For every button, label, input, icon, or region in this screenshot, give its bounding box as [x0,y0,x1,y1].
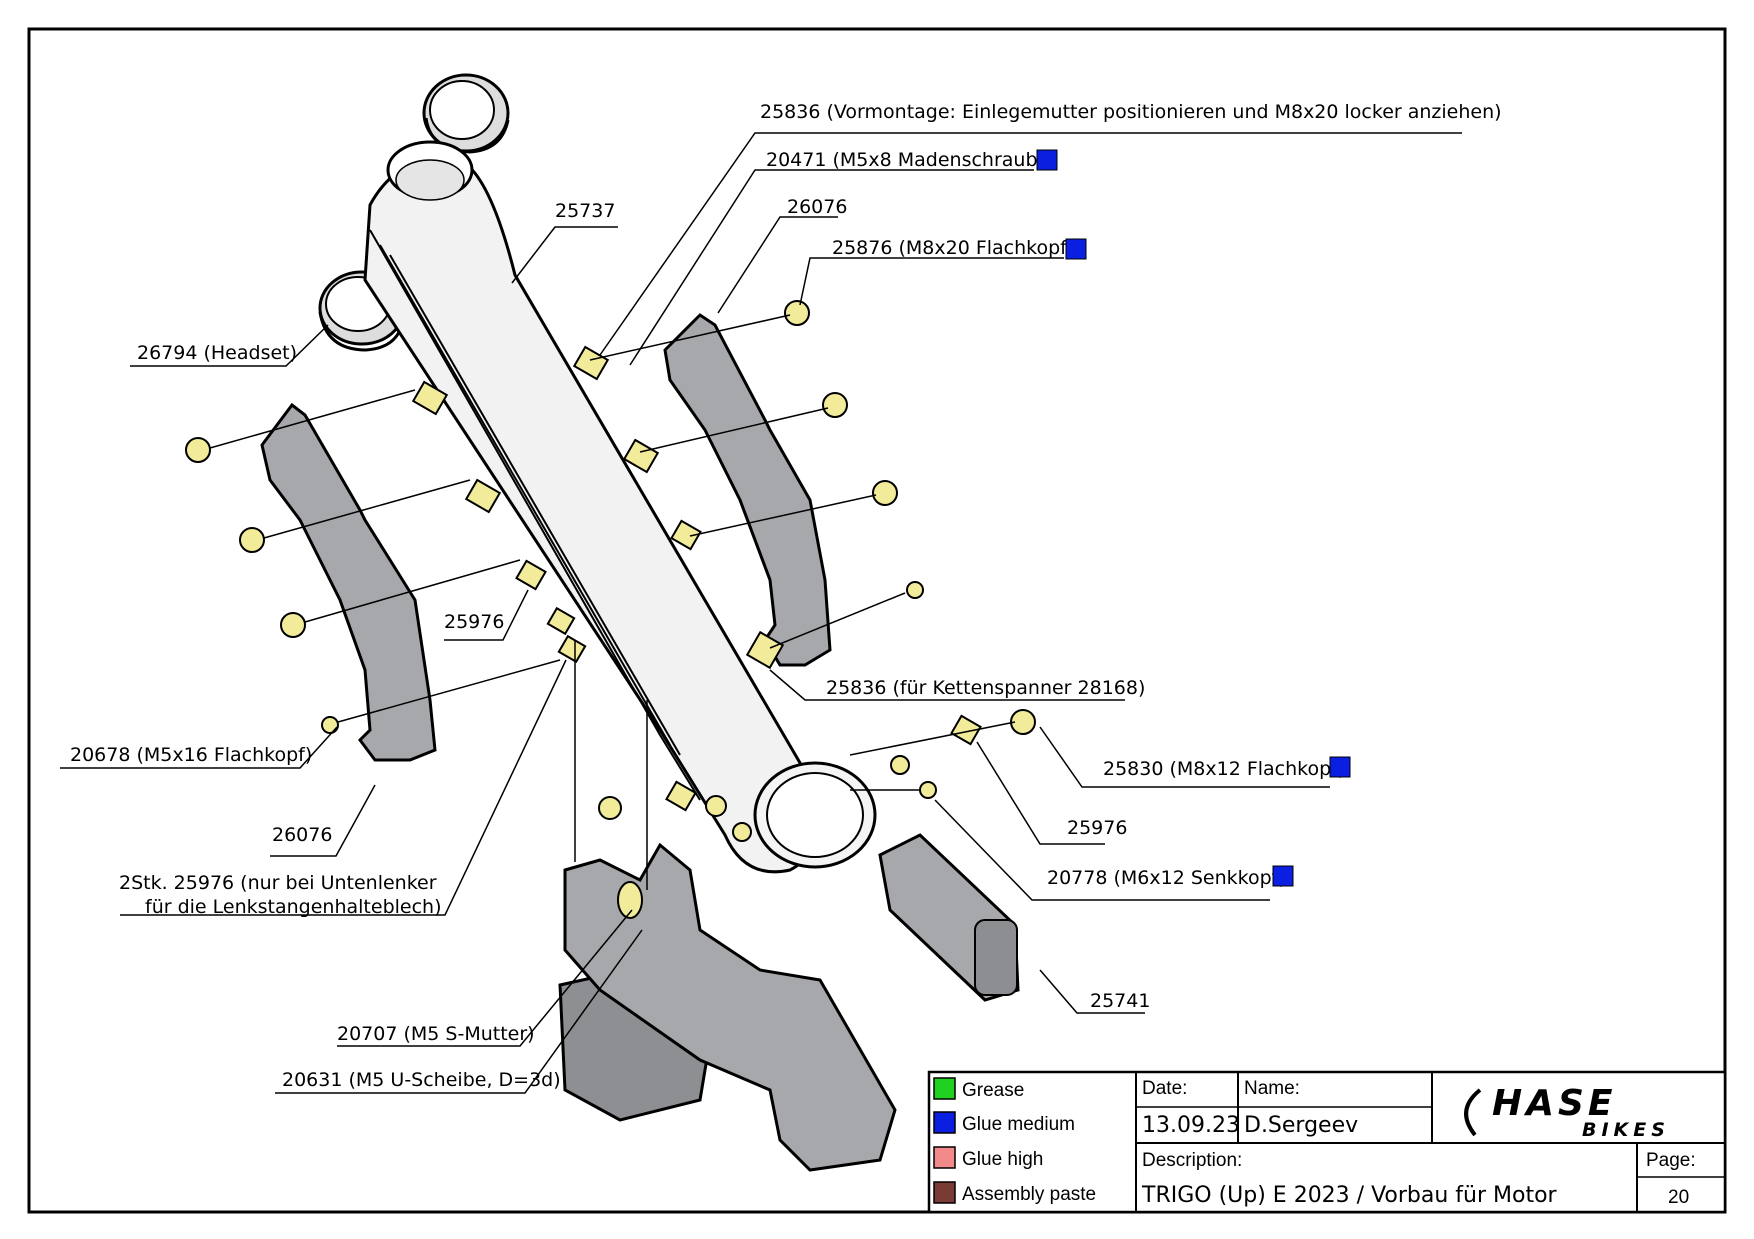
assembly-axis-lines [209,314,1016,890]
legend-label-glue-medium: Glue medium [962,1114,1075,1135]
name-label: Name: [1244,1078,1300,1099]
callout-26076-top: 26076 [787,196,847,218]
hase-bikes-logo: HASE BIKES [1464,1083,1670,1141]
glue-marker-25876 [1065,238,1087,260]
callout-25830: 25830 (M8x12 Flachkopf) [1103,758,1345,780]
callout-20471: 20471 (M5x8 Madenschraube) [766,149,1057,171]
callout-20678: 20678 (M5x16 Flachkopf) [70,744,312,766]
callout-2stk-line1: 2Stk. 25976 (nur bei Untenlenker [119,872,437,894]
glue-marker-20778 [1272,865,1294,887]
name-value: D.Sergeev [1244,1113,1358,1138]
callout-25836-top: 25836 (Vormontage: Einlegemutter positio… [760,101,1502,123]
callout-labels: 25836 (Vormontage: Einlegemutter positio… [70,101,1502,1091]
callout-25741: 25741 [1090,990,1150,1012]
date-value: 13.09.23 [1142,1113,1240,1138]
callout-26794: 26794 (Headset) [137,342,297,364]
callout-25976-left: 25976 [444,611,504,633]
callout-25976-right: 25976 [1067,817,1127,839]
callout-2stk-line2: für die Lenkstangenhalteblech) [145,896,442,918]
legend-swatch-assembly-paste [933,1181,956,1204]
glue-marker-25830 [1329,756,1351,778]
callout-25836-mid: 25836 (für Kettenspanner 28168) [826,677,1145,699]
logo-sub-text: BIKES [1582,1119,1670,1141]
callout-20778: 20778 (M6x12 Senkkopf) [1047,867,1286,889]
legend-label-assembly-paste: Assembly paste [962,1184,1096,1205]
title-block: Grease Glue medium Glue high Assembly pa… [927,1070,1727,1214]
legend: Grease Glue medium Glue high Assembly pa… [933,1077,1096,1205]
callout-leaders [60,132,1462,1094]
legend-swatch-glue-high [933,1146,956,1169]
description-value: TRIGO (Up) E 2023 / Vorbau für Motor [1141,1183,1558,1208]
page-value: 20 [1668,1187,1689,1208]
legend-label-grease: Grease [962,1080,1024,1101]
right-side-plate-26076 [663,313,832,667]
legend-swatch-grease [933,1077,956,1100]
legend-swatch-glue-medium [933,1111,956,1134]
main-tube-25737 [363,140,877,874]
description-label: Description: [1142,1150,1242,1171]
legend-label-glue-high: Glue high [962,1149,1043,1170]
callout-25737: 25737 [555,200,615,222]
callout-20631: 20631 (M5 U-Scheibe, D=3d) [282,1069,561,1091]
fasteners [185,300,1036,842]
motor-bracket-assembly [558,842,897,1172]
page-label: Page: [1646,1150,1696,1171]
callout-20707: 20707 (M5 S-Mutter) [337,1023,535,1045]
headset-upper-ring [422,73,510,154]
glue-markers [1036,149,1351,887]
callout-26076-bottom: 26076 [272,824,332,846]
callout-25876: 25876 (M8x20 Flachkopf) [832,237,1074,259]
date-label: Date: [1142,1078,1187,1099]
extrusion-25741 [878,833,1020,1002]
logo-main-text: HASE [1492,1083,1617,1124]
exploded-view [185,73,1036,1172]
glue-marker-20471 [1036,149,1058,171]
left-side-plate-26076 [260,402,437,762]
